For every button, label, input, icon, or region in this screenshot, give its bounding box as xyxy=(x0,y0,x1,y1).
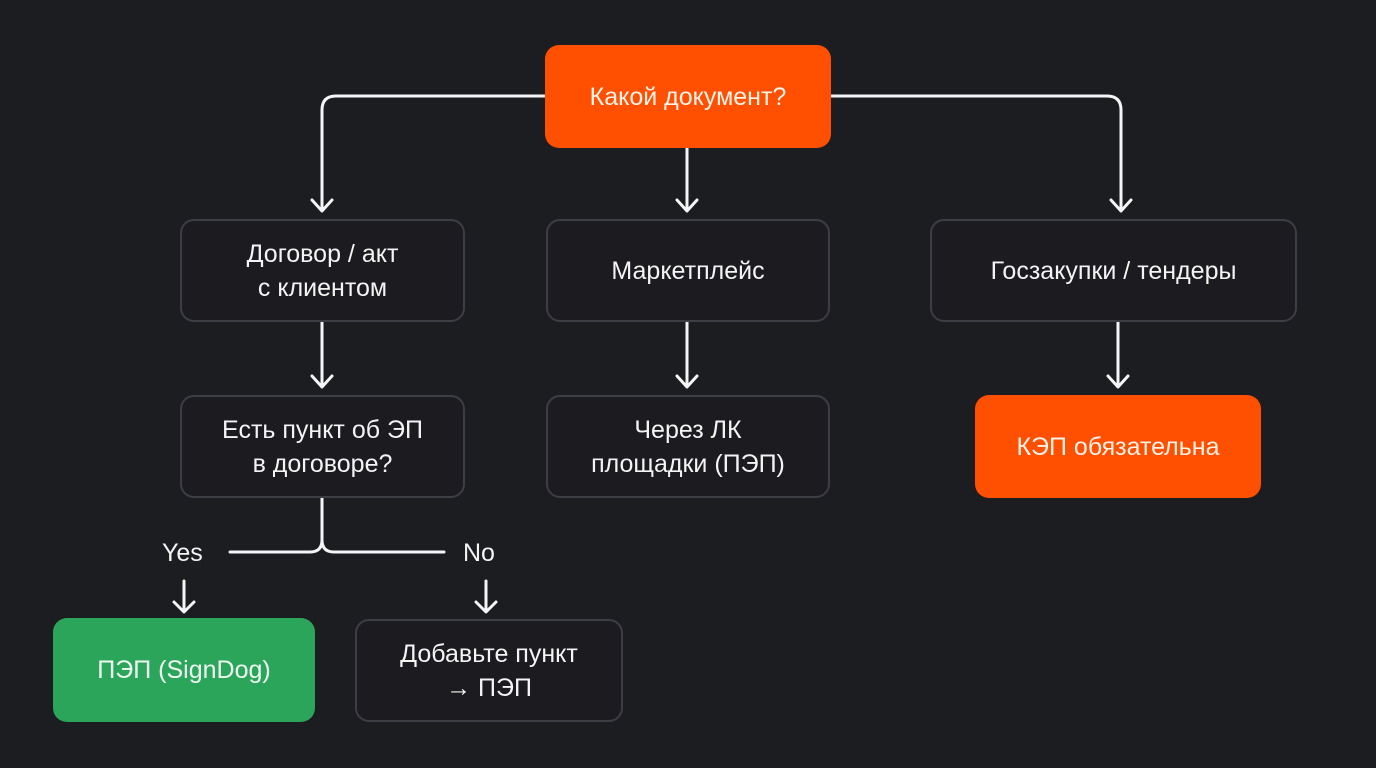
node-platform-pep: Через ЛК площадки (ПЭП) xyxy=(546,395,830,498)
arrowhead-tenders xyxy=(1109,198,1133,213)
node-pep-signdog: ПЭП (SignDog) xyxy=(53,618,315,722)
arrowhead-kep xyxy=(1106,374,1130,389)
node-add-clause-label: Добавьте пункт → ПЭП xyxy=(400,639,578,702)
edge-question-split xyxy=(228,496,446,554)
arrowhead-marketplace xyxy=(675,198,699,213)
node-tenders-label: Госзакупки / тендеры xyxy=(990,256,1237,285)
node-tenders: Госзакупки / тендеры xyxy=(930,219,1297,322)
node-kep-required-label: КЭП обязательна xyxy=(1016,432,1220,461)
arrowhead-question xyxy=(310,374,334,389)
node-add-clause: Добавьте пункт → ПЭП xyxy=(355,619,623,722)
node-kep-required: КЭП обязательна xyxy=(975,395,1261,498)
node-contract-label: Договор / акт с клиентом xyxy=(246,239,399,302)
arrowhead-add-clause xyxy=(474,600,498,614)
node-root-question: Какой документ? xyxy=(545,45,831,148)
arrowhead-signdog xyxy=(172,600,196,614)
node-clause-question-label: Есть пункт об ЭП в договоре? xyxy=(222,415,423,478)
arrowhead-platform xyxy=(675,374,699,389)
node-platform-pep-label: Через ЛК площадки (ПЭП) xyxy=(591,415,785,478)
node-clause-question: Есть пункт об ЭП в договоре? xyxy=(180,395,465,498)
node-pep-signdog-label: ПЭП (SignDog) xyxy=(97,656,271,684)
edge-root-to-contract xyxy=(320,94,547,212)
node-contract: Договор / акт с клиентом xyxy=(180,219,465,322)
branch-label-yes: Yes xyxy=(162,539,203,567)
node-marketplace-label: Маркетплейс xyxy=(611,256,765,285)
arrowhead-contract xyxy=(310,198,334,213)
node-marketplace: Маркетплейс xyxy=(546,219,830,322)
node-root-label: Какой документ? xyxy=(589,82,787,111)
branch-label-no: No xyxy=(463,539,495,567)
edge-root-to-tenders xyxy=(828,94,1123,212)
